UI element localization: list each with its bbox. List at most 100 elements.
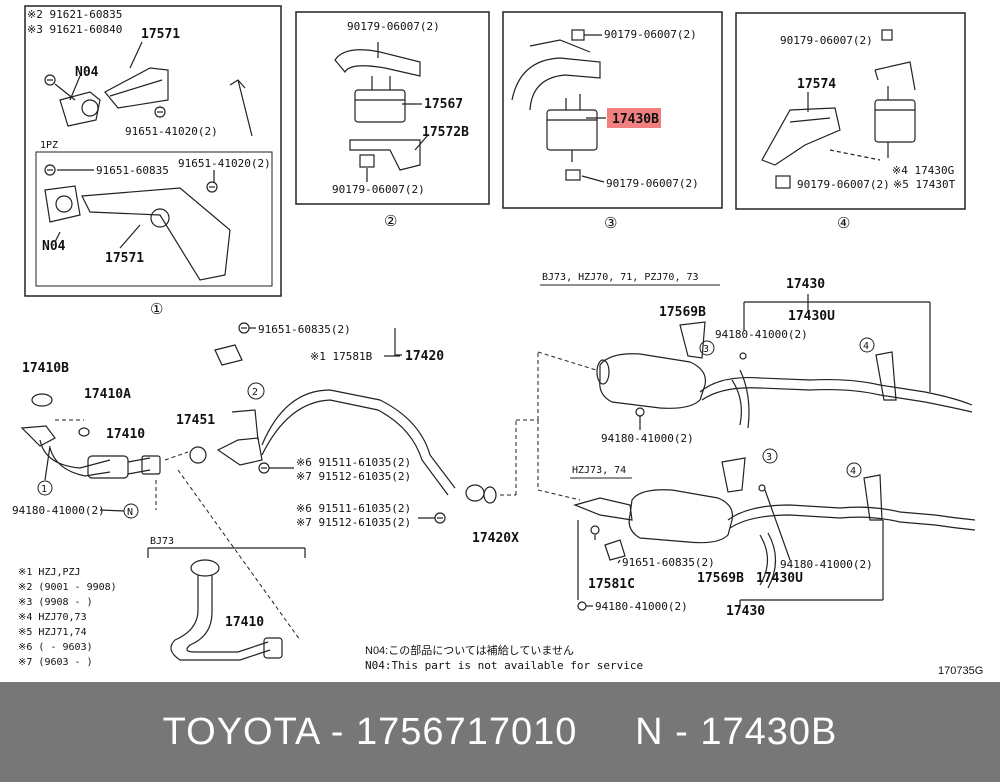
panel-4-marker: ④: [837, 214, 850, 232]
n-marker-label: N: [127, 507, 133, 518]
upper-marker-3: 3: [703, 344, 709, 355]
part-17571-bottom: 17571: [105, 251, 144, 266]
bolt-lower-right-label: 94180-41000(2): [780, 558, 873, 571]
sub-model-label: 1PZ: [40, 140, 58, 151]
note-2-label: ※2 91621-60835: [27, 8, 122, 21]
note-6-label-a: ※6 91511-61035(2): [296, 456, 411, 469]
nut-top-label: 90179-06007(2): [347, 20, 440, 33]
lower-marker-3: 3: [766, 452, 772, 463]
muffler-upper-drawing: [596, 294, 973, 430]
lower-model-label: HZJ73, 74: [572, 465, 626, 476]
upper-marker-4: 4: [863, 341, 869, 352]
note-3-label: ※3 91621-60840: [27, 23, 122, 36]
upper-model-label: BJ73, HZJ70, 71, PZJ70, 73: [542, 272, 699, 283]
notice-japanese: N04:この部品については補給していません: [365, 643, 574, 657]
no4-label-top: N04: [75, 65, 99, 80]
part-17569b-upper-label: 17569B: [659, 305, 706, 320]
connection-dashes: [55, 351, 597, 641]
bracket-17574-label: 17574: [797, 77, 836, 92]
legend: ※1 HZJ,PZJ ※2 (9001 - 9908) ※3 (9908 - )…: [18, 567, 117, 668]
panel-1: ※2 91621-60835 ※3 91621-60840 17571 N04 …: [24, 5, 282, 318]
bolt-pipe-label: 91651-60835(2): [258, 323, 351, 336]
panel-3: 90179-06007(2) 17430B 90179-06007(2) ③: [502, 11, 723, 232]
legend-line-6: ※6 ( - 9603): [18, 642, 93, 653]
part-17410-bj73-label: 17410: [225, 615, 264, 630]
muffler-lower-assembly: HZJ73, 74 3 4 94180-41000(2) 91651-60835…: [570, 448, 976, 619]
muffler-lower-drawing: [573, 457, 976, 611]
alt-17430g-label: ※4 17430G: [892, 164, 954, 177]
note-7-label-a: ※7 91512-61035(2): [296, 470, 411, 483]
nut-bottom-label: 90179-06007(2): [332, 183, 425, 196]
caption-bar: TOYOTA - 1756717010 N - 17430B: [0, 682, 1000, 782]
panel-3-marker: ③: [604, 214, 617, 232]
notice-english: N04:This part is not available for servi…: [365, 659, 643, 672]
legend-line-7: ※7 (9603 - ): [18, 657, 93, 668]
marker-1-label: 1: [41, 484, 47, 495]
lower-marker-4: 4: [850, 466, 856, 477]
part-17420x-label: 17420X: [472, 531, 519, 546]
part-17581c-label: 17581C: [588, 577, 635, 592]
caption-text: TOYOTA - 1756717010 N - 17430B: [162, 710, 838, 753]
part-17410b-label: 17410B: [22, 361, 69, 376]
nut-bottom-label-4: 90179-06007(2): [797, 178, 890, 191]
legend-line-2: ※2 (9001 - 9908): [18, 582, 117, 593]
part-17430-lower-label: 17430: [726, 604, 765, 619]
panel-2-marker: ②: [384, 212, 397, 230]
part-17569b-lower-label: 17569B: [697, 571, 744, 586]
upper-marker-3-circle: [699, 340, 715, 356]
bracket-17572b-label: 17572B: [422, 125, 469, 140]
part-17410a-label: 17410A: [84, 387, 131, 402]
mount-17567-label: 17567: [424, 97, 463, 112]
bolt-pipe-lower-label: 91651-60835(2): [622, 556, 715, 569]
mount-17430b-drawing: [511, 29, 606, 183]
bolt-label-a: 91651-60835: [96, 164, 169, 177]
part-17420-label: 17420: [405, 349, 444, 364]
marker-1-circle: [37, 480, 53, 496]
panel-1-marker: ①: [150, 300, 163, 318]
lower-marker-4-circle: [846, 462, 862, 478]
part-17430-upper-label: 17430: [786, 277, 825, 292]
muffler-upper-assembly: BJ73, HZJ70, 71, PZJ70, 73 17430 17569B …: [540, 272, 973, 445]
nut-bottom-label-3: 90179-06007(2): [606, 177, 699, 190]
note-7-label-b: ※7 91512-61035(2): [296, 516, 411, 529]
front-pipe-drawing: [20, 322, 497, 524]
bj73-pipe-drawing: [147, 547, 306, 661]
bolt-lower-label: 94180-41000(2): [12, 504, 105, 517]
part-17451-label: 17451: [176, 413, 215, 428]
bolt-label-b: 91651-41020(2): [178, 157, 271, 170]
mount-17567-drawing: [334, 42, 429, 182]
bolt-label-top: 91651-41020(2): [125, 125, 218, 138]
figure-id: 170735G: [938, 665, 983, 677]
part-17430u-upper-label: 17430U: [788, 309, 835, 324]
panel-2: 90179-06007(2) 17567 17572B 90179-06007(…: [295, 11, 490, 230]
upper-marker-4-circle: [859, 337, 875, 353]
bracket-17574-drawing: [761, 29, 916, 189]
diagram-canvas: ※2 91621-60835 ※3 91621-60840 17571 N04 …: [12, 5, 984, 677]
highlight-17430b: [607, 108, 661, 128]
part-17581b-label: ※1 17581B: [310, 350, 373, 363]
marker-2-label: 2: [252, 387, 258, 398]
lower-marker-3-circle: [762, 448, 778, 464]
alt-17430t-label: ※5 17430T: [893, 178, 956, 191]
bracket-1pz-drawing: [44, 164, 231, 281]
nut-top-label-4: 90179-06007(2): [780, 34, 873, 47]
part-17571-top: 17571: [141, 27, 180, 42]
bj73-label: BJ73: [150, 536, 174, 547]
note-6-label-b: ※6 91511-61035(2): [296, 502, 411, 515]
bolt-upper-low-label: 94180-41000(2): [601, 432, 694, 445]
nut-top-label-3: 90179-06007(2): [604, 28, 697, 41]
legend-line-1: ※1 HZJ,PZJ: [18, 567, 81, 578]
front-pipe-assembly: 17410B 17410A 17410 1 94180-41000(2) N 9…: [12, 322, 597, 661]
bolt-lower-low-label: 94180-41000(2): [595, 600, 688, 613]
marker-2-circle: [247, 382, 265, 400]
panel-4: 90179-06007(2) 17574 ※4 17430G 90179-060…: [735, 12, 966, 232]
no4-label-bottom: N04: [42, 239, 66, 254]
bracket-17571-drawing: [44, 41, 253, 137]
part-17430u-lower-label: 17430U: [756, 571, 803, 586]
bolt-upper-label: 94180-41000(2): [715, 328, 808, 341]
legend-line-5: ※5 HZJ71,74: [18, 627, 87, 638]
mount-17430b-label: 17430B: [612, 112, 659, 127]
legend-line-4: ※4 HZJ70,73: [18, 612, 87, 623]
legend-line-3: ※3 (9908 - ): [18, 597, 93, 608]
part-17410-label: 17410: [106, 427, 145, 442]
